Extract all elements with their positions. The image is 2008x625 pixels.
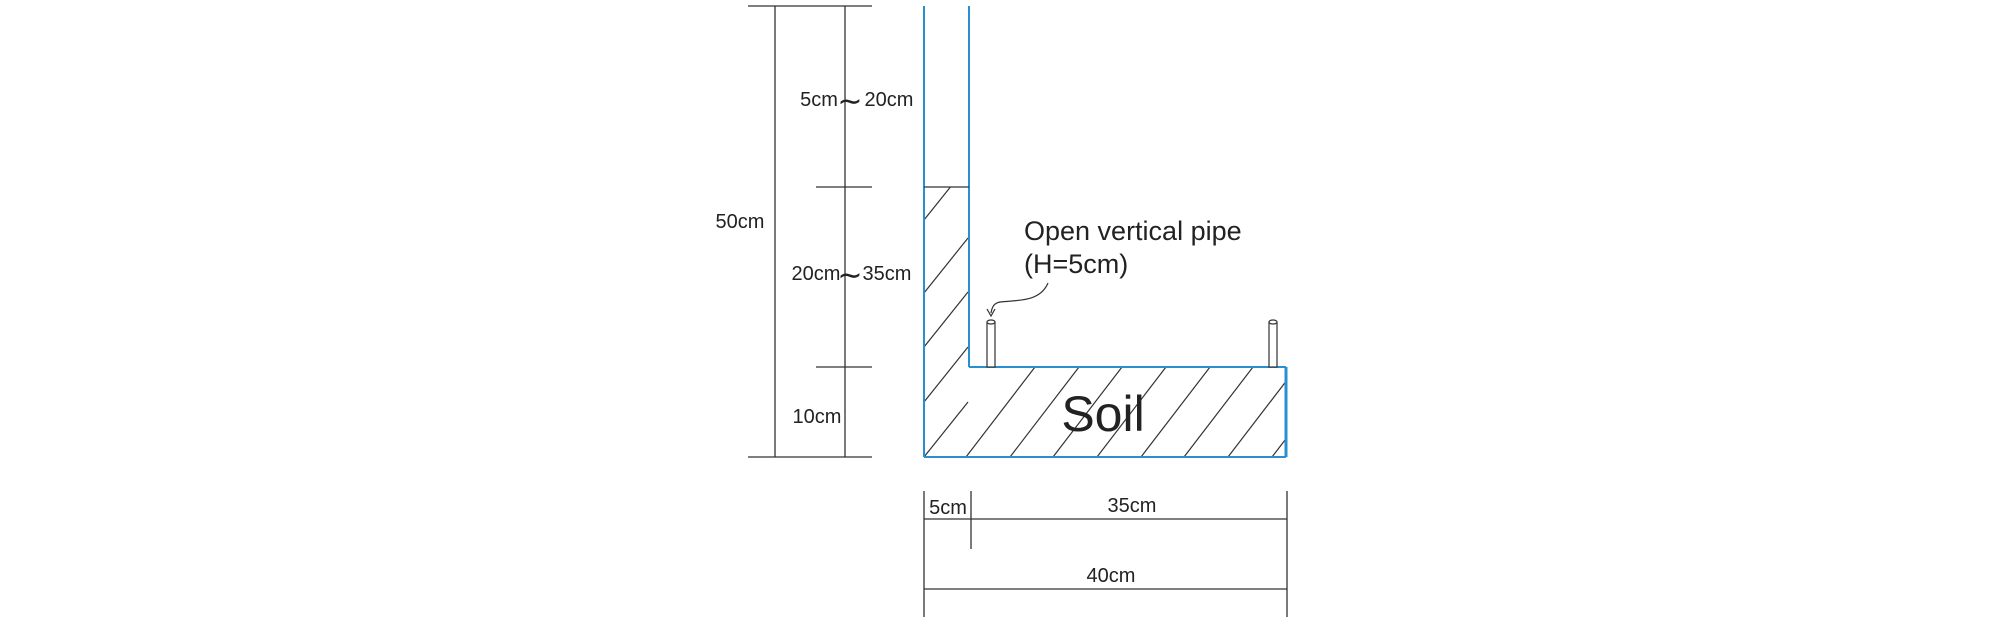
- tilde-mid: ∼: [837, 259, 862, 292]
- vertical-dimension-lines: [748, 5, 872, 458]
- horizontal-dimension-lines: [923, 491, 1288, 617]
- dim-top-min: 5cm: [800, 89, 838, 111]
- soil-label: Soil: [1061, 386, 1144, 442]
- container-walls: [923, 6, 1288, 458]
- dim-width-total: 40cm: [1087, 565, 1136, 587]
- tilde-top: ∼: [837, 85, 862, 118]
- pipe-label-line1: Open vertical pipe: [1024, 216, 1242, 246]
- dim-mid-max: 35cm: [863, 263, 912, 285]
- dim-mid-min: 20cm: [792, 263, 841, 285]
- dim-total-height: 50cm: [716, 211, 765, 233]
- pipe-callout-arrow: [986, 282, 1049, 318]
- open-vertical-pipe-left: [986, 319, 996, 368]
- dim-width-right: 35cm: [1108, 495, 1157, 517]
- open-vertical-pipe-right: [1268, 319, 1278, 368]
- dim-width-left: 5cm: [929, 497, 967, 519]
- pipe-label-line2: (H=5cm): [1024, 249, 1128, 279]
- dim-top-max: 20cm: [865, 89, 914, 111]
- soil-hatching-left: [924, 187, 969, 457]
- dim-bottom: 10cm: [793, 406, 842, 428]
